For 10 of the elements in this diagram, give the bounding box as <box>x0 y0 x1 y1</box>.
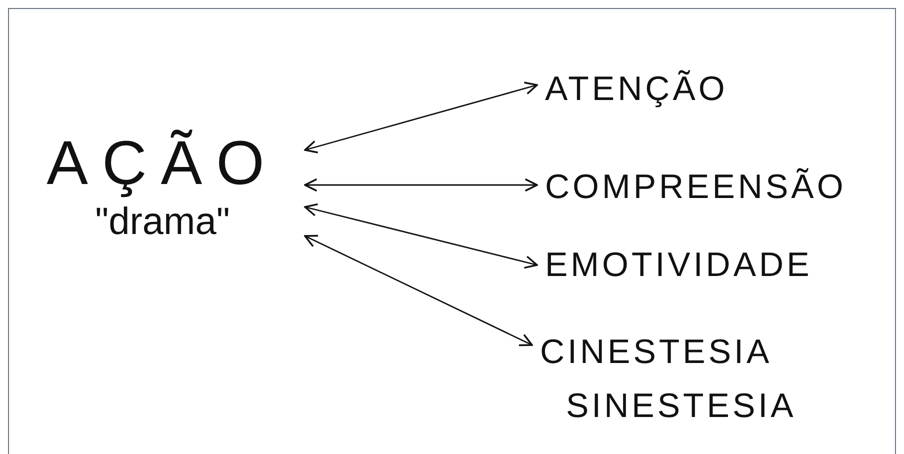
concept-label: CINESTESIA SINESTESIA <box>540 332 798 428</box>
main-title: AÇÃO <box>46 130 278 198</box>
double-arrow <box>304 234 533 346</box>
concept-label: ATENÇÃO <box>545 69 728 110</box>
double-arrow <box>304 178 538 192</box>
concept-label: COMPREENSÃO <box>545 167 846 208</box>
double-arrow <box>304 203 538 269</box>
double-arrow <box>304 82 538 154</box>
subtitle: "drama" <box>95 202 230 244</box>
concept-label: EMOTIVIDADE <box>545 245 812 286</box>
